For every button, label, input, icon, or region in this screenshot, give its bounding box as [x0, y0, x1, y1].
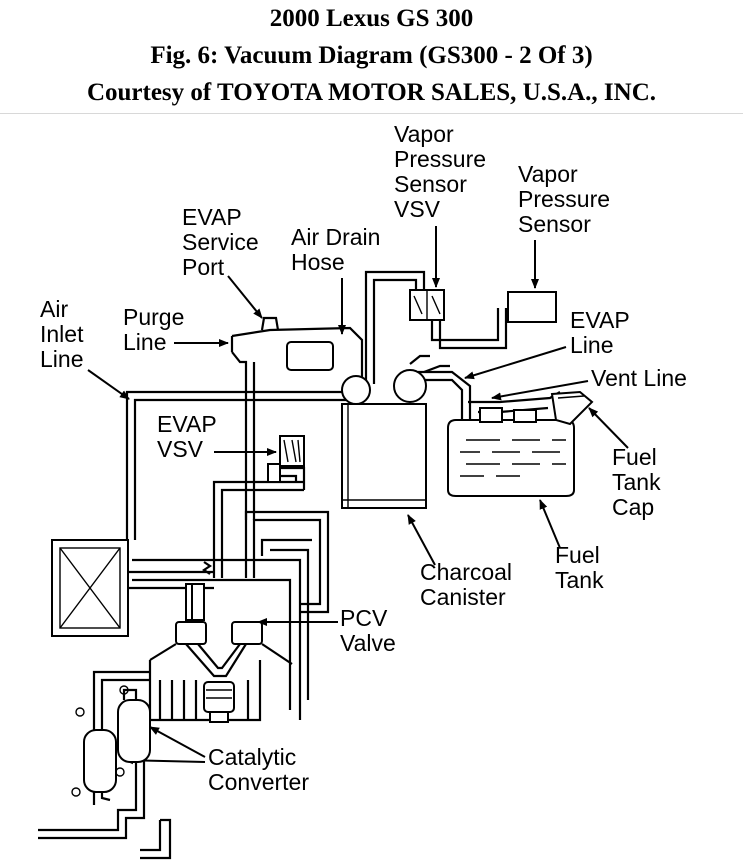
- label-vapor-pressure-sensor: Vapor Pressure Sensor: [518, 161, 616, 237]
- label-vent-line: Vent Line: [591, 365, 687, 391]
- label-vapor-pressure-sensor-vsv: Vapor Pressure Sensor VSV: [394, 121, 492, 222]
- courtesy-line: Courtesy of TOYOTA MOTOR SALES, U.S.A., …: [86, 79, 657, 106]
- label-purge-line: Purge Line: [123, 304, 191, 355]
- label-fuel-tank-cap: Fuel Tank Cap: [612, 444, 667, 520]
- fuel-tank-cap-component: [550, 390, 594, 426]
- catalytic-converter-lower: [83, 729, 117, 793]
- pcv-assembly: [149, 621, 293, 678]
- intake-assembly: [128, 561, 214, 621]
- leader-arrows: [87, 226, 629, 765]
- exhaust-system: [38, 670, 172, 860]
- label-air-inlet-line: Air Inlet Line: [40, 296, 90, 372]
- charcoal-canister-component: [341, 403, 427, 509]
- label-evap-vsv: EVAP VSV: [157, 411, 223, 462]
- figure-caption: Fig. 6: Vacuum Diagram (GS300 - 2 Of 3): [150, 42, 593, 69]
- air-cleaner: [51, 539, 129, 637]
- valve-right: [393, 369, 427, 403]
- label-pcv-valve: PCV Valve: [340, 605, 396, 656]
- label-charcoal-canister: Charcoal Canister: [420, 559, 518, 610]
- fuel-tank-component: [447, 390, 594, 497]
- engine-block: [148, 660, 262, 723]
- label-evap-service-port: EVAP Service Port: [182, 204, 265, 280]
- valve-left: [341, 375, 371, 405]
- figure-header: 2000 Lexus GS 300 Fig. 6: Vacuum Diagram…: [0, 0, 743, 112]
- header-divider: [0, 113, 743, 114]
- label-catalytic-converter: Catalytic Converter: [208, 744, 309, 795]
- vapor-pressure-sensor-vsv-component: [409, 289, 445, 321]
- catalytic-converter-upper: [117, 699, 151, 763]
- vapor-pressure-sensor-component: [507, 291, 557, 323]
- label-fuel-tank: Fuel Tank: [555, 542, 606, 593]
- label-air-drain-hose: Air Drain Hose: [291, 224, 387, 275]
- vehicle-title: 2000 Lexus GS 300: [269, 5, 474, 32]
- label-evap-line: EVAP Line: [570, 307, 636, 358]
- evap-vsv-component: [267, 435, 306, 490]
